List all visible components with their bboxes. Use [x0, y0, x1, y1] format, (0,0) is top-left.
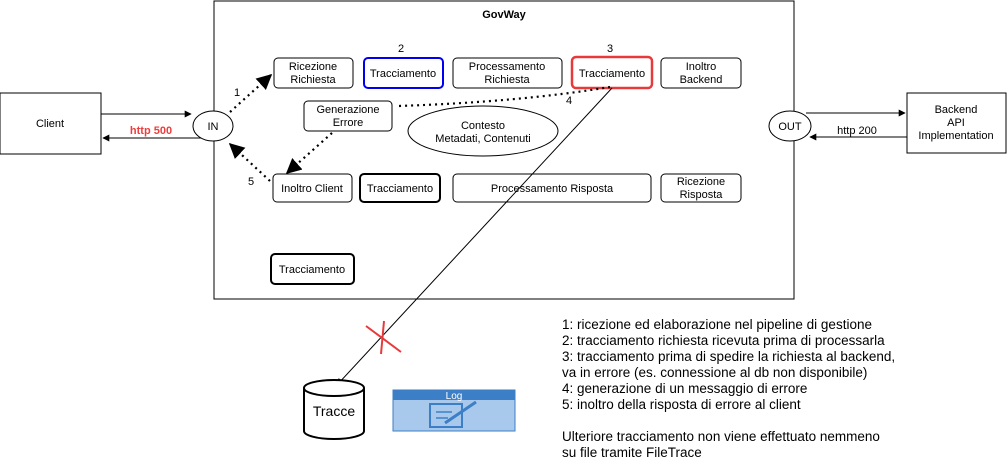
note-line: 5: inoltro della risposta di errore al c…: [562, 397, 801, 412]
backend-label-2: API: [947, 117, 965, 129]
out-node: [768, 110, 812, 142]
processamento-richiesta-label-1: Processamento: [469, 61, 545, 73]
ricezione-risposta-label-1: Ricezione: [677, 176, 725, 188]
error-cross-2: [380, 320, 385, 355]
generazione-errore-box: [303, 100, 393, 132]
processamento-richiesta-box: [452, 57, 563, 89]
note-line: su file tramite FileTrace: [562, 445, 702, 460]
inoltro-backend-label-2: Backend: [680, 74, 723, 86]
error-cross-1: [365, 325, 402, 353]
backend-label-3: Implementation: [918, 130, 993, 142]
in-node: [192, 110, 234, 142]
tracciamento-extra-box: [270, 253, 355, 285]
generazione-errore-label-1: Generazione: [317, 104, 380, 116]
processamento-risposta-box: [452, 173, 652, 203]
step-number-3: 3: [607, 43, 613, 55]
tracciamento-extra-label: Tracciamento: [279, 264, 345, 276]
in-label: IN: [208, 121, 219, 133]
govway-title: GovWay: [482, 9, 526, 21]
http-ok-label: http 200: [837, 125, 877, 137]
tracciamento-backend-label: Tracciamento: [579, 68, 645, 80]
ricezione-richiesta-box: [273, 57, 354, 89]
ricezione-risposta-label-2: Risposta: [680, 189, 724, 201]
step-number-4: 4: [566, 95, 572, 107]
contesto-ellipse: [407, 105, 559, 157]
log-file-icon: [392, 389, 516, 432]
step-number-5: 5: [248, 176, 254, 188]
inoltro-client-box: [272, 173, 353, 203]
tracce-database-icon: [303, 379, 365, 440]
log-label: Log: [446, 391, 463, 402]
note-line: 2: tracciamento richiesta ricevuta prima…: [562, 333, 885, 348]
ricezione-richiesta-label-2: Richiesta: [290, 74, 336, 86]
client-label: Client: [36, 118, 64, 130]
tracciamento-risposta-box: [359, 173, 441, 203]
tracce-label: Tracce: [313, 403, 355, 419]
step-number-1: 1: [234, 87, 240, 99]
inoltro-backend-label-1: Inoltro: [686, 61, 717, 73]
backend-box: [906, 92, 1007, 154]
flow-arrow-errore: [285, 132, 333, 175]
inoltro-client-label: Inoltro Client: [281, 183, 343, 195]
generazione-errore-label-2: Errore: [333, 117, 364, 129]
out-label: OUT: [778, 121, 802, 133]
note-line: va in errore (es. connessione al db non …: [562, 365, 868, 380]
http-error-label: http 500: [130, 125, 172, 137]
note-line: [562, 413, 1002, 429]
note-line: 1: ricezione ed elaborazione nel pipelin…: [562, 317, 872, 332]
note-line: 3: tracciamento prima di spedire la rich…: [562, 349, 896, 364]
ricezione-richiesta-label-1: Ricezione: [289, 61, 337, 73]
tracciamento-richiesta-box: [363, 57, 444, 89]
client-box: [0, 92, 102, 155]
tracciamento-risposta-label: Tracciamento: [367, 183, 433, 195]
ricezione-risposta-box: [660, 173, 742, 203]
processamento-richiesta-label-2: Richiesta: [484, 74, 530, 86]
backend-label-1: Backend: [935, 104, 978, 116]
legend-notes: 1: ricezione ed elaborazione nel pipelin…: [562, 317, 1002, 461]
note-line: Ulteriore tracciamento non viene effettu…: [562, 429, 880, 444]
inoltro-backend-box: [660, 57, 742, 89]
processamento-risposta-label: Processamento Risposta: [491, 183, 614, 195]
contesto-label-1: Contesto: [461, 120, 505, 132]
contesto-label-2: Metadati, Contenuti: [435, 133, 530, 145]
step-number-2: 2: [398, 43, 404, 55]
note-line: 4: generazione di un messaggio di errore: [562, 381, 808, 396]
tracciamento-richiesta-label: Tracciamento: [370, 68, 436, 80]
